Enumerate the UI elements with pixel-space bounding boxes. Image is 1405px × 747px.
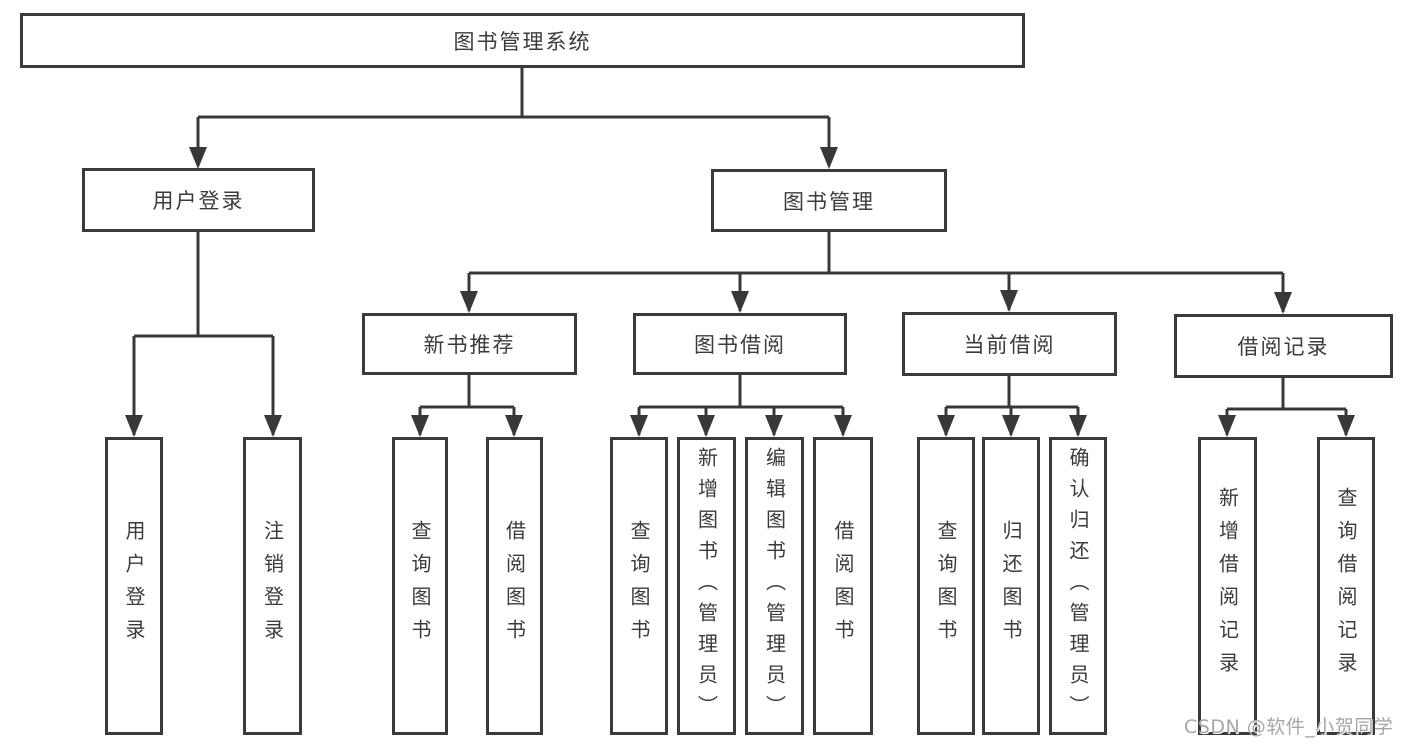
node-current-borrow: 当前借阅 (902, 312, 1117, 376)
node-label: 新增图书（管理员） (694, 446, 719, 726)
node-root-system: 图书管理系统 (20, 13, 1025, 68)
node-label: 借阅图书 (502, 520, 527, 652)
node-label: 图书管理系统 (453, 29, 592, 54)
leaf-user-login: 用户登录 (105, 437, 163, 735)
leaf-records-add-record: 新增借阅记录 (1198, 437, 1257, 735)
node-label: 图书借阅 (694, 333, 786, 357)
node-label: 当前借阅 (963, 333, 1056, 357)
node-label: 用户登录 (122, 520, 146, 652)
node-label: 新书推荐 (423, 333, 516, 357)
node-label: 查询借阅记录 (1334, 487, 1358, 685)
node-label: 确认归还（管理员） (1066, 446, 1090, 726)
leaf-borrow-query-books: 查询图书 (610, 437, 668, 735)
watermark-text: CSDN @软件_小贺同学 (1184, 716, 1394, 738)
leaf-current-query-books: 查询图书 (917, 437, 975, 735)
node-borrow-records: 借阅记录 (1174, 314, 1393, 378)
node-label: 借阅记录 (1237, 335, 1330, 359)
node-label: 查询图书 (934, 520, 958, 652)
node-label: 借阅图书 (831, 520, 855, 652)
leaf-newbook-query-books: 查询图书 (392, 437, 448, 735)
leaf-newbook-borrow-books: 借阅图书 (486, 437, 543, 735)
node-new-book-recommend: 新书推荐 (362, 313, 577, 375)
node-user-login: 用户登录 (82, 168, 315, 232)
node-label: 归还图书 (999, 520, 1023, 652)
node-label: 查询图书 (627, 520, 651, 652)
leaf-borrow-edit-books-admin: 编辑图书（管理员） (745, 437, 804, 735)
leaf-logout: 注销登录 (243, 437, 302, 735)
node-label: 新增借阅记录 (1215, 487, 1240, 685)
leaf-current-return-books: 归还图书 (982, 437, 1040, 735)
node-book-borrow: 图书借阅 (633, 313, 847, 375)
node-label: 查询图书 (408, 520, 432, 652)
node-label: 注销登录 (260, 520, 285, 652)
node-label: 图书管理 (783, 189, 875, 214)
leaf-borrow-add-books-admin: 新增图书（管理员） (677, 437, 736, 735)
node-label: 编辑图书（管理员） (762, 446, 787, 726)
node-book-management: 图书管理 (711, 169, 947, 232)
arrowheads (125, 147, 1355, 437)
leaf-current-confirm-return-admin: 确认归还（管理员） (1049, 437, 1107, 735)
leaf-borrow-borrow-books: 借阅图书 (813, 437, 873, 735)
node-label: 用户登录 (152, 189, 245, 213)
leaf-records-query-record: 查询借阅记录 (1317, 437, 1375, 735)
tree-edge-lines (132, 68, 1348, 435)
